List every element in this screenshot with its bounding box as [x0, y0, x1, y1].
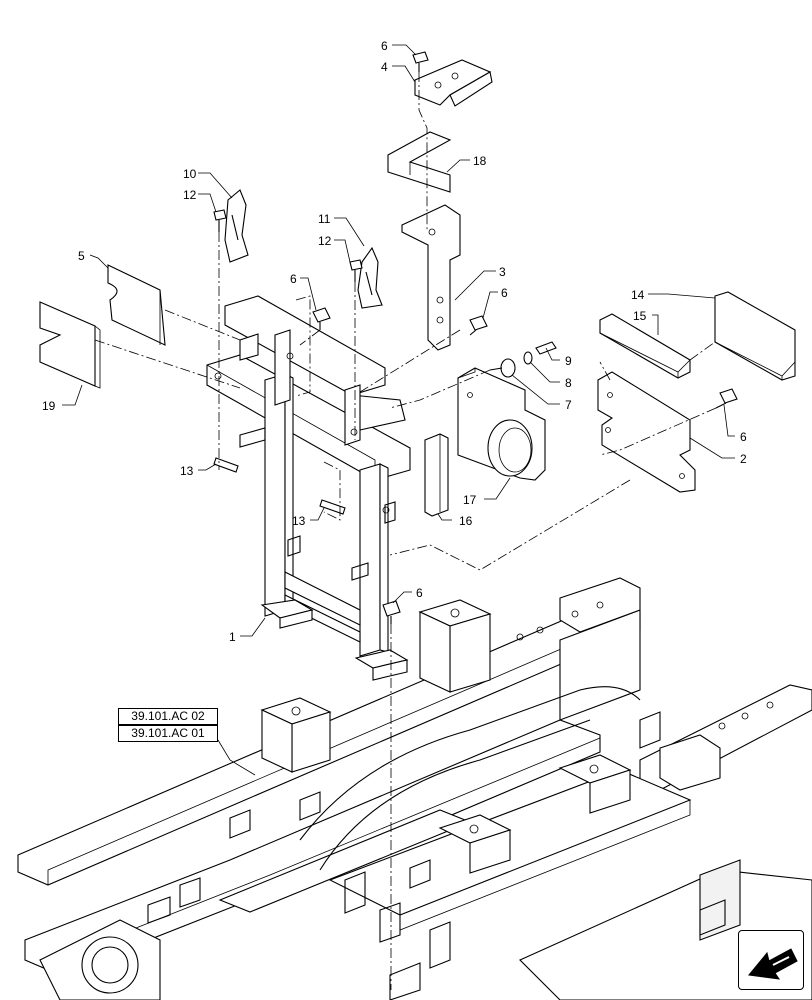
callout-label: 13 [292, 514, 306, 528]
arrow-icon [748, 948, 798, 980]
callout-label: 6 [381, 39, 388, 53]
leader-lines [62, 44, 735, 776]
callout-label: 4 [381, 60, 388, 74]
callout-label: 9 [565, 354, 572, 368]
callout-label: 17 [463, 493, 477, 507]
washer-8 [523, 351, 533, 365]
spacer-18 [387, 131, 452, 193]
callout-label: 6 [290, 272, 297, 286]
callout-label: 14 [631, 288, 645, 302]
callout-label: 19 [42, 399, 56, 413]
support-plate-3 [401, 204, 461, 351]
callout-label: 11 [318, 212, 331, 226]
callout-label: 1 [229, 630, 236, 644]
latch-10 [213, 189, 249, 263]
main-stand-frame [206, 295, 411, 681]
bracket-4 [412, 51, 493, 107]
navigation-button[interactable] [738, 930, 804, 990]
bolt-6-plate [469, 315, 488, 336]
reference-link-39-101-ac-01[interactable]: 39.101.AC 01 [118, 725, 218, 742]
chassis-frame [17, 577, 812, 1000]
callout-label: 13 [180, 464, 194, 478]
callout-label: 3 [499, 265, 506, 279]
callout-label: 16 [459, 514, 473, 528]
callout-label: 7 [565, 398, 572, 412]
callout-label: 2 [740, 452, 747, 466]
callout-labels: 6 4 18 10 12 11 12 3 6 5 6 19 14 15 9 8 … [42, 39, 747, 644]
bolt-6-lower [382, 600, 401, 624]
callout-label: 6 [416, 586, 423, 600]
clip-13-right [319, 499, 346, 515]
callout-label: 18 [473, 154, 487, 168]
callout-label: 6 [740, 430, 747, 444]
pad-19 [39, 301, 101, 389]
clip-13-left [213, 457, 239, 473]
strip-15 [599, 313, 691, 379]
callout-label: 10 [183, 167, 197, 181]
pad-16 [424, 433, 449, 517]
assembly-lines [94, 72, 717, 990]
pad-14 [714, 291, 796, 381]
bolt-6-right [715, 388, 738, 409]
callout-label: 12 [183, 188, 197, 202]
callout-label: 12 [318, 234, 332, 248]
callout-label: 6 [501, 286, 508, 300]
washer-7 [489, 358, 516, 378]
bolt-6-stand [312, 307, 331, 330]
reference-link-39-101-ac-02[interactable]: 39.101.AC 02 [118, 708, 218, 725]
latch-11 [349, 246, 383, 309]
callout-label: 15 [633, 309, 647, 323]
mounting-plate-17 [457, 367, 546, 481]
callout-label: 8 [565, 376, 572, 390]
pad-5 [107, 264, 166, 346]
callout-label: 5 [78, 249, 85, 263]
plate-2 [597, 371, 696, 493]
